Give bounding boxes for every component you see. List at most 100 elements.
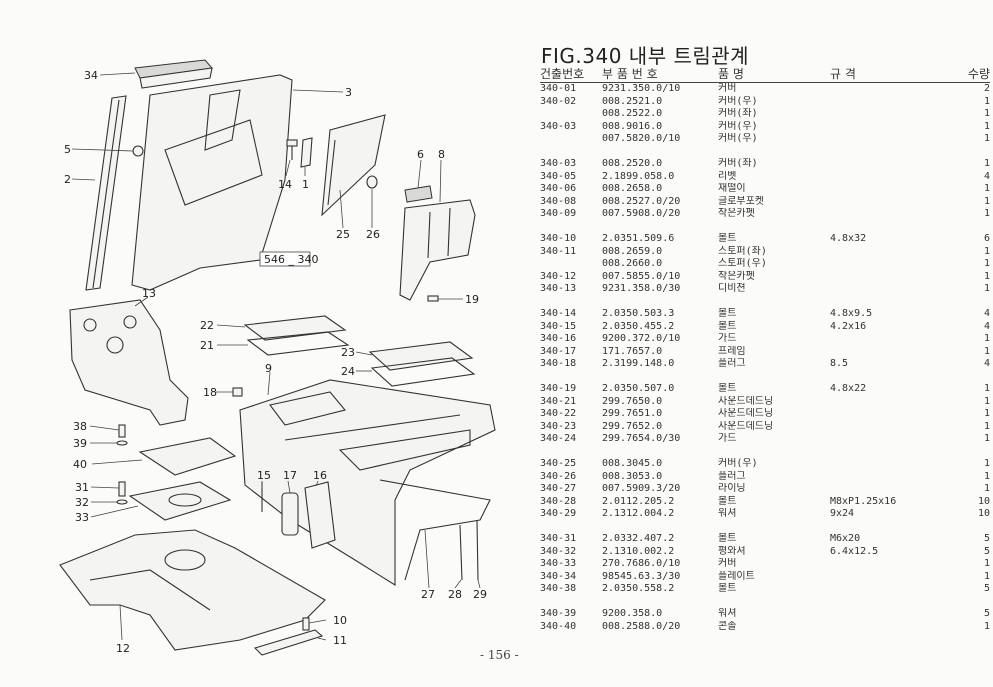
callout-31: 31: [75, 481, 89, 494]
cell-part-no: 008.3045.0: [602, 458, 663, 469]
cell-part-no: 007.5820.0/10: [602, 133, 681, 144]
spacer-cell: [540, 221, 990, 234]
part-guard-16: [304, 481, 336, 549]
cell-qty: 1: [983, 283, 990, 294]
cell-qty: 5: [983, 545, 990, 557]
part-bolt-31: [118, 481, 126, 497]
leader-lines: [71, 72, 481, 641]
part-washer-39: [116, 440, 128, 446]
cell-item-no: 340-39: [540, 608, 577, 619]
cell-item-no: 340-33: [540, 558, 577, 569]
callout-28: 28: [448, 588, 462, 601]
cell-item-no: 340-29: [540, 508, 577, 519]
cell-part-no: 9200.358.0: [602, 608, 663, 619]
cell-name: 프레임: [718, 345, 746, 357]
cell-spec: 4.8x9.5: [830, 308, 873, 319]
cell-part-no: 008.2588.0/20: [602, 620, 681, 632]
table-spacer-row: [540, 446, 990, 459]
cell-name: 사운드데드닝: [718, 408, 774, 419]
cell-qty: 4: [983, 358, 990, 369]
cell-part-no: 299.7652.0: [602, 420, 663, 432]
cell-item-no: 340-32: [540, 545, 577, 557]
cell-item-no: 340-25: [540, 458, 577, 469]
table-spacer-row: [540, 296, 990, 309]
table-spacer-row: [540, 221, 990, 234]
cell-item-no: 340-23: [540, 420, 577, 432]
cell-item-no: 340-27: [540, 483, 577, 494]
cell-name: 플러그: [718, 358, 746, 369]
cell-spec: 8.5: [830, 358, 849, 369]
cell-name: 플레이트: [718, 570, 755, 582]
spacer-cell: [540, 521, 990, 534]
part-plug-18: [232, 387, 243, 397]
cell-name: 커버: [718, 558, 737, 569]
cell-part-no: 98545.63.3/30: [602, 570, 681, 582]
cell-qty: 10: [977, 508, 990, 519]
cell-qty: 1: [983, 158, 990, 169]
cell-part-no: 2.0350.558.2: [602, 583, 675, 594]
table-spacer-row: [540, 371, 990, 384]
spacer-cell: [540, 146, 990, 159]
cell-name: 워셔: [718, 608, 737, 619]
cell-name: 커버(우): [718, 95, 758, 107]
cell-part-no: 2.1312.004.2: [602, 508, 675, 519]
cell-spec: [830, 458, 950, 471]
cell-item-no: 340-11: [540, 245, 577, 257]
cell-part-no: 2.0332.407.2: [602, 533, 675, 544]
cell-qty: 5: [983, 608, 990, 619]
part-guard-24: [370, 357, 476, 387]
cell-name: 커버(우): [718, 120, 758, 132]
cell-part-no: 299.7650.0: [602, 395, 663, 407]
part-sound-deadening-21: [246, 331, 350, 356]
table-row: 340-23 299.7652.0 사운드데드닝 1: [540, 421, 990, 434]
cell-part-no: 299.7651.0: [602, 408, 663, 419]
cell-spec: [830, 608, 950, 621]
callout-14: 14: [278, 178, 292, 191]
cell-qty: 1: [983, 270, 990, 282]
table-spacer-row: [540, 521, 990, 534]
cell-spec: M6x20: [830, 533, 861, 544]
reference-box-label: 546 _ 340: [264, 253, 318, 266]
part-console-40: [138, 437, 237, 476]
callout-24: 24: [341, 365, 355, 378]
cell-qty: 1: [983, 420, 990, 432]
cell-item-no: 340-18: [540, 358, 577, 369]
callout-25: 25: [336, 228, 350, 241]
cell-part-no: 008.2659.0: [602, 245, 663, 257]
cell-qty: 4: [983, 320, 990, 332]
cell-qty: 1: [983, 245, 990, 257]
cell-spec: [830, 396, 950, 409]
cell-name: 사운드데드닝: [718, 420, 774, 432]
callout-21: 21: [200, 339, 214, 352]
cell-part-no: 299.7654.0/30: [602, 433, 681, 444]
cell-spec: [830, 283, 950, 296]
header-item-no: 건출번호: [540, 65, 602, 83]
cell-item-no: 340-31: [540, 533, 577, 544]
cell-item-no: 340-01: [540, 83, 577, 94]
cell-spec: [830, 408, 950, 421]
part-washer-29: [476, 519, 479, 581]
callout-23: 23: [341, 346, 355, 359]
cell-part-no: 007.5909.3/20: [602, 483, 681, 494]
cell-part-no: 008.2520.0: [602, 158, 663, 169]
cell-qty: 1: [983, 483, 990, 494]
cell-item-no: 340-38: [540, 583, 577, 594]
cell-name: 가드: [718, 333, 737, 344]
cell-name: 사운드데드닝: [718, 395, 774, 407]
cell-item-no: 340-19: [540, 383, 577, 394]
cell-name: 커버(좌): [718, 158, 758, 169]
